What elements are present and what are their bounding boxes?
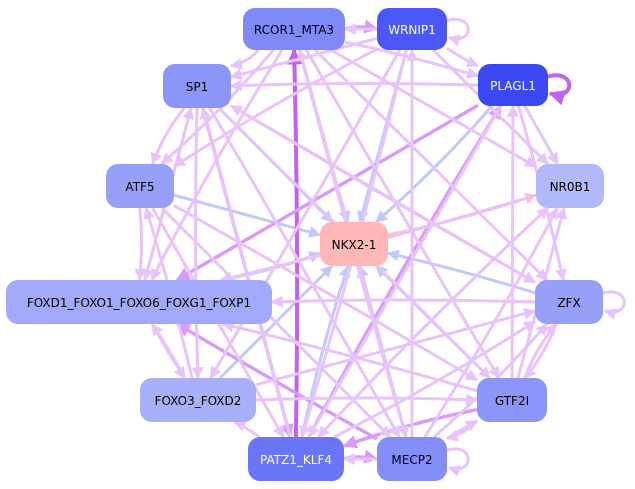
node-label: PLAGL1 (490, 79, 536, 93)
edge (445, 419, 479, 442)
edge (523, 105, 559, 166)
node-box (478, 64, 548, 106)
node-gtf2i[interactable]: GTF2I (477, 378, 547, 422)
node-foxd1-foxo1-foxo6-foxg1-foxp1[interactable]: FOXD1_FOXO1_FOXO6_FOXG1_FOXP1 (6, 280, 272, 324)
edge (173, 204, 479, 382)
edge (229, 79, 479, 92)
node-sp1[interactable]: SP1 (163, 64, 231, 108)
node-box (6, 280, 272, 324)
node-box (248, 437, 344, 481)
edge (150, 49, 284, 282)
edge (523, 323, 558, 379)
edges-layer (134, 17, 626, 477)
edge (423, 206, 559, 438)
node-label: NR0B1 (550, 180, 591, 194)
edge (150, 107, 186, 166)
node-label: FOXO3_FOXD2 (155, 394, 242, 408)
edge (221, 320, 478, 393)
edge (172, 47, 378, 168)
node-box (536, 164, 604, 208)
edge (176, 322, 378, 441)
node-mecp2[interactable]: MECP2 (377, 437, 447, 481)
node-atf5[interactable]: ATF5 (106, 164, 174, 208)
edge (255, 307, 537, 387)
node-label: NKX2-1 (332, 238, 377, 252)
edge (233, 420, 261, 439)
node-box (140, 378, 256, 422)
node-wrnip1[interactable]: WRNIP1 (377, 8, 447, 50)
node-box (163, 64, 231, 108)
edge (602, 290, 626, 320)
edge (375, 105, 494, 224)
edge (547, 73, 572, 106)
edge (305, 49, 501, 380)
edge (209, 49, 402, 380)
node-patz1-klf4[interactable]: PATZ1_KLF4 (248, 437, 344, 481)
node-foxo3-foxd2[interactable]: FOXO3_FOXD2 (140, 378, 256, 422)
node-zfx[interactable]: ZFX (535, 280, 603, 324)
node-label: WRNIP1 (388, 23, 436, 37)
node-label: SP1 (186, 80, 209, 94)
node-box (377, 437, 447, 481)
edge (150, 322, 187, 379)
node-label: RCOR1_MTA3 (254, 23, 334, 37)
edge (134, 207, 147, 282)
edge (386, 249, 536, 295)
node-label: GTF2I (495, 394, 529, 408)
node-label: ZFX (557, 296, 580, 310)
node-box (535, 280, 603, 324)
node-nkx2-1[interactable]: NKX2-1 (320, 222, 388, 266)
edge (446, 447, 470, 477)
edge (208, 107, 401, 439)
node-box (320, 222, 388, 266)
nodes-layer: RCOR1_MTA3 WRNIP1 PLAGL1 SP1 ATF5 NR0B1 … (6, 8, 604, 481)
edge (446, 17, 470, 47)
edge (270, 295, 536, 308)
node-label: ATF5 (125, 180, 154, 194)
node-plagl1[interactable]: PLAGL1 (478, 64, 548, 106)
node-label: MECP2 (391, 453, 432, 467)
node-label: PATZ1_KLF4 (260, 453, 332, 467)
edge (330, 48, 538, 168)
edge (229, 49, 260, 70)
node-rcor1-mta3[interactable]: RCOR1_MTA3 (243, 8, 345, 50)
edge (307, 105, 503, 439)
node-label: FOXD1_FOXO1_FOXO6_FOXG1_FOXP1 (27, 296, 251, 310)
edge (160, 49, 275, 166)
node-box (243, 8, 345, 50)
node-box (477, 378, 547, 422)
node-box (377, 8, 447, 50)
edge (175, 103, 479, 282)
node-nr0b1[interactable]: NR0B1 (536, 164, 604, 208)
edge (160, 206, 392, 439)
edge (446, 47, 480, 68)
edge (316, 206, 549, 439)
edge (314, 48, 548, 282)
edge (255, 393, 479, 406)
edge (286, 48, 303, 438)
edge (173, 193, 322, 238)
node-box (106, 164, 174, 208)
